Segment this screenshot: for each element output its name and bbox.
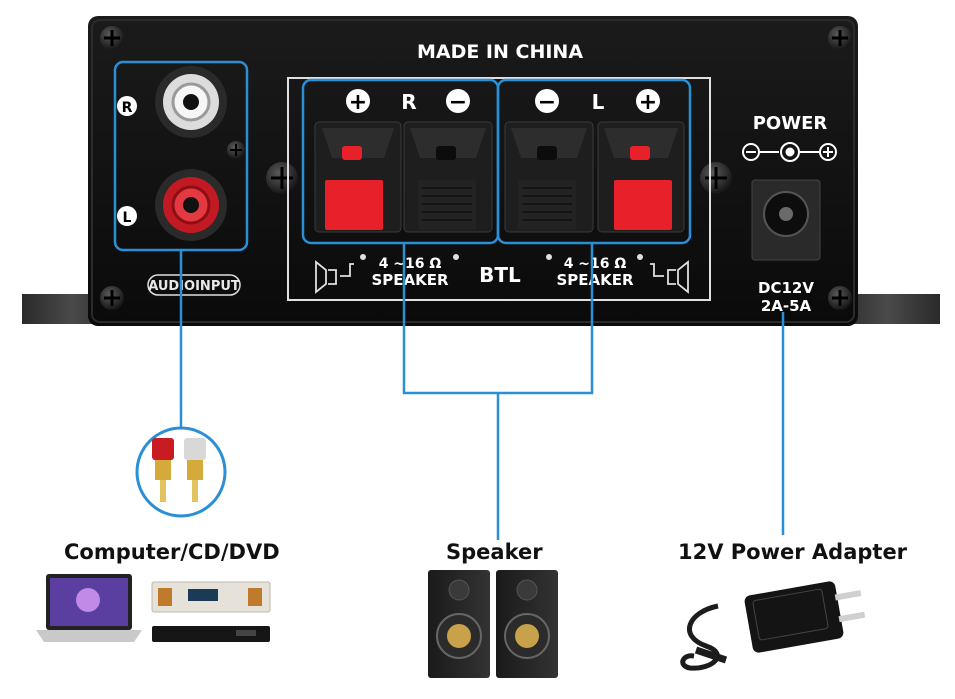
left-channel-highlight — [496, 78, 692, 245]
speaker-terminal-l-minus[interactable] — [504, 121, 594, 233]
power-label: POWER — [753, 113, 828, 134]
amplifier-front-panel: MADE IN CHINA R L AUDIOINPUT + R — [22, 16, 940, 326]
cd-player-icon — [151, 581, 271, 613]
speaker-caption: Speaker — [446, 540, 543, 564]
audio-input-label: AUDIOINPUT — [148, 279, 240, 294]
speaker-terminal-l-plus[interactable] — [597, 121, 685, 233]
speaker-wiring-line — [402, 243, 594, 540]
panel-screw-icon — [700, 162, 732, 194]
panel-screw-icon — [227, 141, 245, 159]
dvd-player-icon — [152, 626, 270, 642]
speaker-terminal-r-plus[interactable] — [314, 121, 402, 233]
speaker-label-right: SPEAKER — [556, 271, 634, 289]
panel-screw-icon — [266, 162, 298, 194]
btl-label: BTL — [479, 263, 521, 287]
terminal-plus-sign: + — [639, 90, 657, 115]
impedance-label-left: 4 ~16 Ω — [379, 256, 442, 272]
corner-screw-icon — [828, 286, 852, 310]
input-label-l: L — [123, 210, 132, 226]
rca-jack-right[interactable] — [155, 66, 227, 138]
power-adapter-icon — [680, 581, 866, 671]
corner-screw-icon — [100, 286, 124, 310]
speaker-terminal-r-minus[interactable] — [403, 121, 493, 233]
dc-rating-label: DC12V — [758, 279, 814, 297]
terminal-plus-sign: + — [349, 90, 367, 115]
impedance-label-right: 4 ~16 Ω — [564, 256, 627, 272]
dc-polarity-icon — [742, 142, 837, 162]
channel-label-l: L — [592, 90, 605, 114]
speaker-label-left: SPEAKER — [371, 271, 449, 289]
rca-jack-left[interactable] — [155, 169, 227, 241]
corner-screw-icon — [100, 26, 124, 50]
input-label-r: R — [122, 100, 133, 116]
source-caption: Computer/CD/DVD — [64, 540, 280, 564]
power-adapter-caption: 12V Power Adapter — [678, 540, 908, 564]
terminal-minus-sign: − — [449, 90, 467, 115]
terminal-block-outline — [287, 77, 711, 301]
speaker-icon — [428, 570, 490, 678]
channel-label-r: R — [401, 90, 416, 114]
dc-power-jack[interactable] — [751, 179, 821, 261]
laptop-icon — [36, 574, 142, 642]
speaker-symbol-icon — [650, 260, 689, 294]
speaker-symbol-icon — [315, 260, 354, 294]
current-rating-label: 2A-5A — [761, 297, 812, 315]
connection-lines — [179, 243, 785, 540]
terminal-minus-sign: − — [538, 90, 556, 115]
speaker-icon — [496, 570, 558, 678]
made-in-label: MADE IN CHINA — [417, 41, 583, 63]
rca-plugs-icon — [135, 426, 227, 518]
corner-screw-icon — [828, 26, 852, 50]
